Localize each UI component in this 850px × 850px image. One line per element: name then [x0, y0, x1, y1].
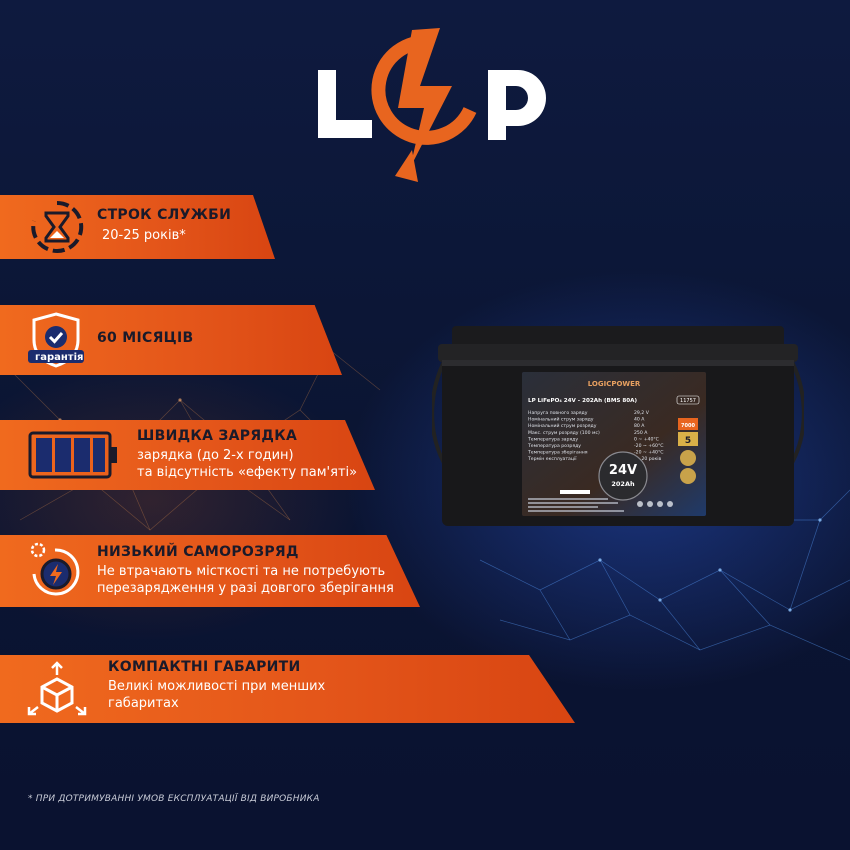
hourglass-cycle-icon: [31, 200, 84, 253]
label-voltage: 24V: [609, 463, 637, 478]
feature-text: Не втрачають місткості та не потребують: [97, 564, 386, 579]
spec-value: до 20 років: [634, 456, 662, 462]
spec-value: -20 ~ +40°C: [634, 450, 663, 456]
feature-title: 60 МІСЯЦІВ: [97, 330, 194, 346]
spec-value: 40 A: [634, 417, 645, 423]
spec-name: Температура зберігання: [527, 450, 588, 456]
feature-text: габаритах: [108, 696, 179, 711]
gear-lightning-icon: [30, 542, 80, 596]
footnote: * ПРИ ДОТРИМУВАННІ УМОВ ЕКСПЛУАТАЦІЇ ВІД…: [28, 794, 320, 804]
feature-title: КОМПАКТНІ ГАБАРИТИ: [108, 659, 301, 675]
label-model: LP LiFePO₄ 24V - 202Ah (BMS 80A): [528, 398, 637, 404]
spec-value: 80 A: [634, 423, 645, 429]
cycles-badge: 7000: [681, 423, 695, 429]
spec-name: Термін експлуатації: [527, 456, 577, 462]
battery-full-icon: [28, 431, 117, 479]
brand-logo: [318, 28, 546, 182]
feature-title: ШВИДКА ЗАРЯДКА: [137, 428, 298, 444]
spec-name: Номінальний струм заряду: [528, 416, 594, 423]
label-capacity: 202Ah: [611, 480, 635, 488]
label-brand: LOGICPOWER: [588, 380, 641, 388]
spec-value: 29,2 V: [634, 410, 650, 416]
feature-title: НИЗЬКИЙ САМОРОЗРЯД: [97, 544, 299, 560]
spec-value: 250 A: [634, 430, 648, 436]
feature-text: перезарядження у разі довгого зберігання: [97, 581, 394, 596]
shield-check-icon: [28, 312, 84, 368]
feature-banner-compact-size: [0, 655, 575, 723]
battery-product-image: LOGICPOWER LP LiFePO₄ 24V - 202Ah (BMS 8…: [432, 326, 804, 526]
warranty-years-badge: 5: [685, 436, 691, 446]
spec-value: -20 ~ +60°C: [634, 443, 663, 449]
feature-title: СТРОК СЛУЖБИ: [97, 207, 232, 223]
spec-name: Макс. струм розряду (100 мс): [528, 430, 600, 436]
spec-name: Температура заряду: [527, 436, 578, 442]
feature-text: Великі можливості при менших: [108, 679, 326, 694]
spec-value: 0 ~ +40°C: [634, 436, 659, 442]
lightning-circle-icon: [371, 28, 477, 182]
label-code: 11757: [680, 398, 696, 404]
spec-name: Температура розряду: [527, 443, 581, 449]
feature-text: та відсутність «ефекту пам'яті»: [137, 465, 358, 480]
feature-text: 20-25 років*: [102, 228, 186, 243]
feature-text: зарядка (до 2-х годин): [137, 448, 294, 463]
warranty-badge: гарантія: [35, 352, 84, 363]
spec-name: Напруга повного заряду: [528, 410, 588, 416]
box-arrows-icon: [27, 661, 87, 716]
spec-name: Номінальний струм розряду: [528, 422, 597, 429]
